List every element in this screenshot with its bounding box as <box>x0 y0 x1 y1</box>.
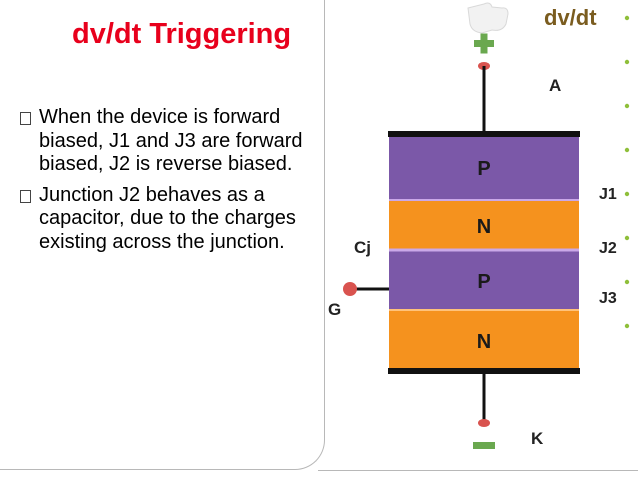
layer-p2 <box>389 250 579 310</box>
anode-contact <box>388 131 580 137</box>
bullet-item: Junction J2 behaves as a capacitor, due … <box>20 184 325 255</box>
puzzle-piece-icon <box>467 2 509 34</box>
layer-label: N <box>477 331 491 353</box>
diagram-title: dv/dt <box>544 5 597 30</box>
bullet-text: When the device is forward biased, J1 an… <box>39 106 303 175</box>
slide-title: dv/dt Triggering <box>72 18 292 50</box>
bullet-text: Junction J2 behaves as a capacitor, due … <box>39 183 296 253</box>
junction-label-j2: J2 <box>599 240 617 257</box>
junction-label-j1: J1 <box>599 186 617 203</box>
plus-icon <box>474 33 494 54</box>
cathode-contact <box>388 368 580 374</box>
bullet-box-icon <box>20 189 31 203</box>
slide-frame-left <box>0 0 325 470</box>
layer-label: P <box>477 271 490 293</box>
layer-label: N <box>477 216 491 238</box>
layer-p1 <box>389 137 579 200</box>
gate-terminal-dot <box>343 282 357 296</box>
cathode-terminal-dot <box>478 419 490 427</box>
slide-frame-right <box>318 0 638 471</box>
scr-diagram: A P N P N K G Cj J1 J2 J3 <box>328 33 617 449</box>
bullet-list: When the device is forward biased, J1 an… <box>20 106 325 261</box>
anode-label: A <box>549 76 561 95</box>
junction-label-j3: J3 <box>599 290 617 307</box>
bullet-box-icon <box>20 112 31 125</box>
capacitance-label: Cj <box>354 238 371 257</box>
cathode-label: K <box>531 429 544 448</box>
bullet-item: When the device is forward biased, J1 an… <box>20 106 325 177</box>
layer-label: P <box>477 158 490 180</box>
gate-label: G <box>328 300 341 319</box>
layer-n2 <box>389 310 579 368</box>
layer-n1 <box>389 200 579 250</box>
minus-icon <box>473 442 495 449</box>
decorative-dots-icon <box>624 15 630 329</box>
